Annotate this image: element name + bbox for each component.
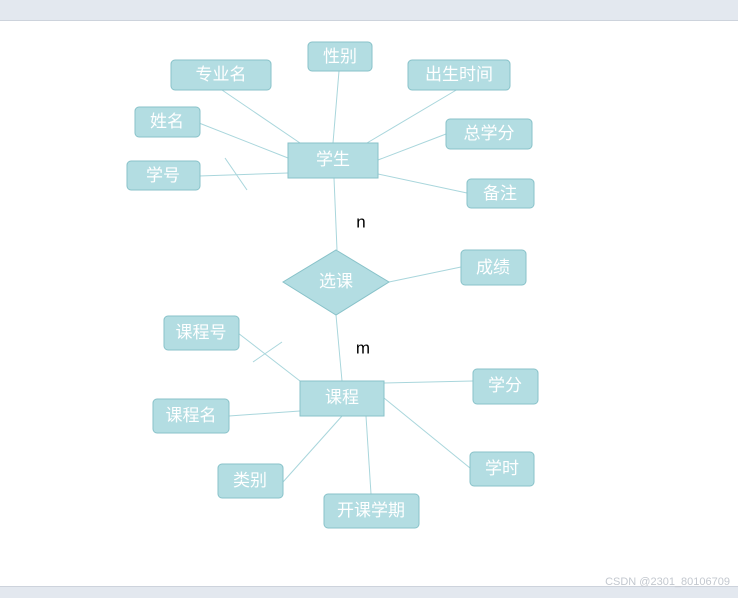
attribute-total-credits-label: 总学分 (464, 124, 515, 144)
attribute-semester[interactable]: 开课学期 (323, 493, 420, 529)
relationship-enroll[interactable]: 选课 (282, 249, 390, 316)
attribute-major-name-label: 专业名 (196, 65, 247, 85)
bottom-bar (0, 586, 738, 598)
attribute-semester-label: 开课学期 (337, 501, 405, 521)
entity-course[interactable]: 课程 (299, 380, 385, 417)
cardinality-m: m (356, 339, 370, 358)
attribute-category-label: 类别 (233, 471, 267, 491)
cardinality-n: n (356, 213, 365, 232)
key-marker-course-id (252, 341, 283, 363)
attribute-name-label: 姓名 (150, 112, 184, 132)
line-course-id (237, 332, 301, 382)
attribute-credit-label: 学分 (488, 376, 522, 396)
attribute-remarks[interactable]: 备注 (466, 178, 535, 209)
attribute-birth-time[interactable]: 出生时间 (407, 59, 511, 91)
attribute-course-id[interactable]: 课程号 (163, 315, 240, 351)
key-marker-student-id (224, 157, 248, 191)
entity-course-label: 课程 (325, 388, 359, 408)
line-course-semester (365, 415, 372, 495)
line-course-hours (383, 397, 471, 469)
entity-student-label: 学生 (316, 150, 350, 170)
line-student-birth (366, 88, 459, 144)
line-student-id (198, 172, 289, 177)
attribute-course-name[interactable]: 课程名 (152, 398, 230, 434)
attribute-remarks-label: 备注 (483, 184, 517, 204)
attribute-class-hours[interactable]: 学时 (469, 451, 535, 487)
attribute-birth-time-label: 出生时间 (425, 65, 493, 85)
line-course-name (228, 410, 301, 417)
line-student-name (198, 122, 289, 159)
attribute-credit[interactable]: 学分 (472, 368, 539, 405)
line-course-credit (383, 380, 474, 384)
line-enroll-grade (388, 266, 462, 283)
line-course-category (282, 415, 343, 483)
top-toolbar (0, 0, 738, 21)
attribute-course-id-label: 课程号 (176, 323, 227, 343)
attribute-gender-label: 性别 (323, 47, 357, 67)
attribute-gender[interactable]: 性别 (307, 41, 373, 72)
line-student-total-credits (377, 133, 447, 161)
attribute-total-credits[interactable]: 总学分 (445, 118, 533, 150)
attribute-major-name[interactable]: 专业名 (170, 59, 272, 91)
line-student-gender (332, 70, 340, 144)
watermark: CSDN @2301_80106709 (605, 576, 730, 588)
line-student-major (221, 89, 301, 144)
line-student-remarks (377, 173, 468, 194)
attribute-grade-label: 成绩 (476, 258, 510, 278)
line-student-enroll (333, 177, 338, 251)
attribute-grade[interactable]: 成绩 (460, 249, 527, 286)
attribute-class-hours-label: 学时 (485, 459, 519, 479)
relationship-enroll-label: 选课 (319, 272, 353, 292)
entity-student[interactable]: 学生 (287, 142, 379, 179)
connection-lines (198, 70, 474, 495)
attribute-student-id[interactable]: 学号 (126, 160, 201, 191)
attribute-course-name-label: 课程名 (166, 406, 217, 426)
attribute-category[interactable]: 类别 (217, 463, 284, 499)
attribute-student-id-label: 学号 (146, 166, 180, 186)
line-enroll-course (335, 314, 343, 382)
attribute-name[interactable]: 姓名 (134, 106, 201, 138)
